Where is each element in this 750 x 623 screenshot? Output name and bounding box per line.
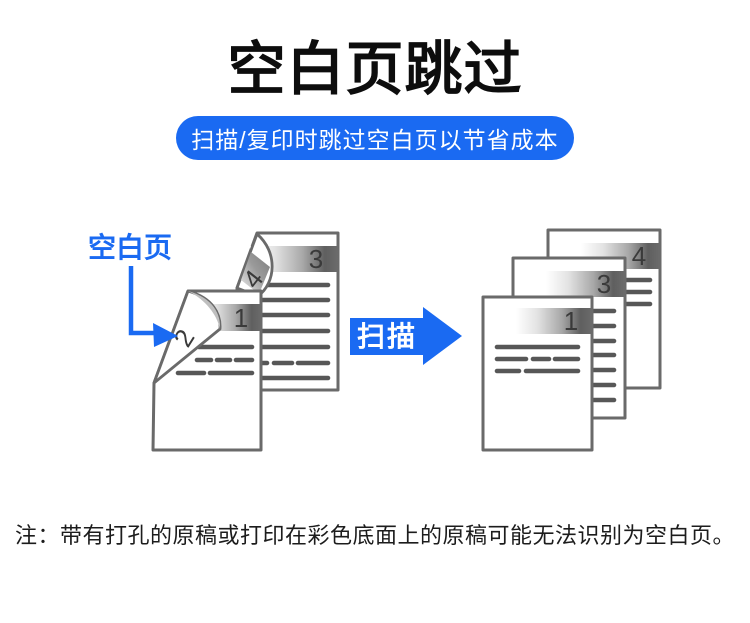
after-page-1: 1 (481, 295, 594, 452)
callout-arrow-line (128, 266, 156, 336)
page-number: 4 (632, 241, 646, 271)
subtitle-text: 扫描/复印时跳过空白页以节省成本 (191, 127, 559, 153)
subtitle-pill: 扫描/复印时跳过空白页以节省成本 (176, 116, 574, 160)
before-stack: 3 4 1 2 空白页 (88, 231, 340, 452)
page-title: 空白页跳过 (227, 37, 523, 102)
before-front-page: 1 2 (151, 289, 263, 452)
after-stack: 4 3 1 (481, 228, 662, 452)
scan-arrow: 扫描 (350, 307, 462, 365)
text-lines (494, 344, 581, 374)
page-number: 3 (597, 269, 611, 299)
page-header-band (516, 308, 592, 334)
page-curl-shade (188, 291, 221, 329)
page-number: 1 (564, 306, 578, 336)
arrow-right-icon (350, 307, 462, 365)
text-lines (244, 282, 331, 381)
callout-arrow-icon (153, 323, 178, 347)
page-number: 3 (309, 244, 323, 274)
note-text: 注：带有打孔的原稿或打印在彩色底面上的原稿可能无法识别为空白页。 (14, 523, 735, 548)
blank-page-label: 空白页 (88, 231, 172, 263)
blank-page-callout: 空白页 (88, 231, 178, 347)
text-lines (175, 344, 255, 376)
folded-corner-shade (241, 252, 270, 294)
page-header-band (546, 271, 625, 297)
scan-arrow-label: 扫描 (357, 321, 417, 352)
page-number: 1 (234, 303, 248, 333)
